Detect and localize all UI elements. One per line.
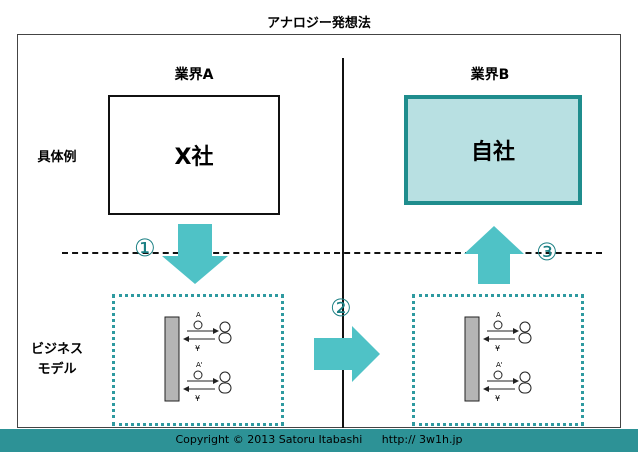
concrete-row-label: 具体例 [37, 150, 77, 165]
diagram-frame [17, 34, 621, 428]
payment-label: ¥ [495, 394, 500, 403]
payment-label: ¥ [495, 344, 500, 353]
industry-b-model-box: A ¥ A' ¥ [412, 294, 584, 426]
footer-text: Copyright © 2013 Satoru Itabashi http://… [0, 433, 638, 446]
product-label: A [496, 311, 501, 319]
abstraction-divider [62, 252, 602, 254]
page-title: アナロジー発想法 [267, 16, 371, 31]
x-company-box: X社 [108, 95, 280, 215]
step-two-marker: ② [330, 294, 352, 322]
model-row-label: ビジネス モデル [30, 342, 83, 377]
right-arrow-icon [314, 326, 380, 382]
footer-url-link[interactable]: http:// 3w1h.jp [381, 433, 463, 446]
product-label: A' [496, 361, 503, 369]
business-model-diagram-icon: A ¥ A' ¥ [164, 311, 232, 403]
industry-divider [342, 58, 344, 428]
step-one-marker: ① [134, 234, 156, 262]
product-label: A [196, 311, 201, 319]
step-three-marker: ③ [536, 238, 558, 266]
down-arrow-icon [162, 224, 228, 284]
business-model-diagram-icon: A ¥ A' ¥ [464, 311, 532, 403]
copyright-text: Copyright © 2013 Satoru Itabashi [175, 433, 363, 446]
industry-a-label: 業界A [174, 67, 214, 83]
own-company-box: 自社 [404, 95, 582, 205]
industry-b-label: 業界B [470, 67, 510, 83]
payment-label: ¥ [195, 394, 200, 403]
product-label: A' [196, 361, 203, 369]
footer-bar [0, 429, 638, 452]
up-arrow-icon [464, 226, 524, 284]
payment-label: ¥ [195, 344, 200, 353]
industry-a-model-box: A ¥ A' ¥ [112, 294, 284, 426]
